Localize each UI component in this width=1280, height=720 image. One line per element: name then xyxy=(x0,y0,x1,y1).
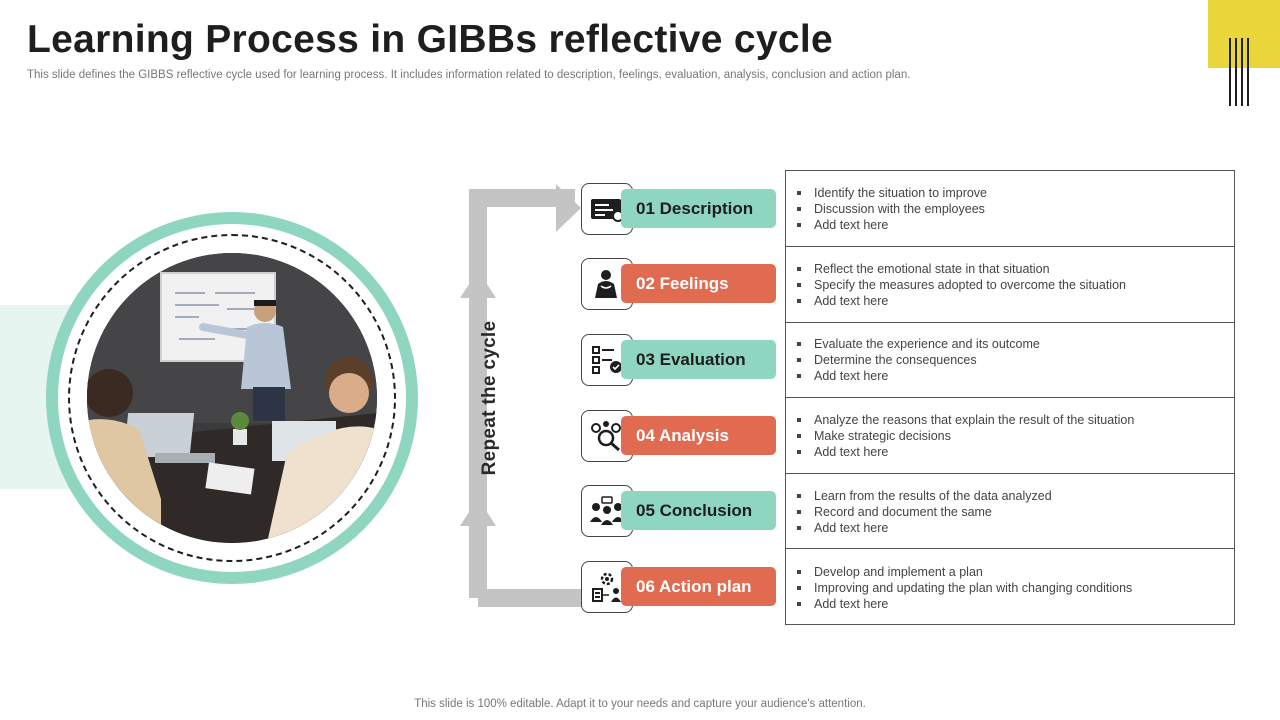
detail-row-description: Identify the situation to improve Discus… xyxy=(786,171,1234,247)
slide-subtitle: This slide defines the GIBBS reflective … xyxy=(27,69,911,81)
step-pill: 05 Conclusion xyxy=(621,491,776,530)
repeat-cycle-label: Repeat the cycle xyxy=(479,320,500,476)
step-feelings: 02 Feelings xyxy=(581,258,776,310)
step-pill: 04 Analysis xyxy=(621,416,776,455)
step-pill: 06 Action plan xyxy=(621,567,776,606)
step-conclusion: 05 Conclusion xyxy=(581,485,776,537)
step-evaluation: 03 Evaluation xyxy=(581,334,776,386)
detail-row-analysis: Analyze the reasons that explain the res… xyxy=(786,398,1234,474)
detail-point: Identify the situation to improve xyxy=(795,185,1234,201)
detail-point: Record and document the same xyxy=(795,504,1234,520)
detail-point: Make strategic decisions xyxy=(795,428,1234,444)
detail-point: Add text here xyxy=(795,217,1234,233)
detail-point: Improving and updating the plan with cha… xyxy=(795,580,1234,596)
step-action-plan: 06 Action plan xyxy=(581,561,776,613)
detail-row-evaluation: Evaluate the experience and its outcome … xyxy=(786,323,1234,398)
repeat-cycle-arrow xyxy=(460,184,581,607)
detail-row-feelings: Reflect the emotional state in that situ… xyxy=(786,247,1234,323)
corner-stripes xyxy=(1229,38,1251,106)
detail-point: Add text here xyxy=(795,368,1234,384)
slide-title: Learning Process in GIBBs reflective cyc… xyxy=(27,18,833,61)
detail-point: Analyze the reasons that explain the res… xyxy=(795,412,1234,428)
step-description: 01 Description xyxy=(581,183,776,235)
step-pill: 03 Evaluation xyxy=(621,340,776,379)
detail-point: Learn from the results of the data analy… xyxy=(795,488,1234,504)
step-pill: 01 Description xyxy=(621,189,776,228)
step-details-table: Identify the situation to improve Discus… xyxy=(785,170,1235,625)
detail-point: Add text here xyxy=(795,293,1234,309)
step-analysis: 04 Analysis xyxy=(581,410,776,462)
meeting-photo xyxy=(87,253,377,543)
detail-point: Reflect the emotional state in that situ… xyxy=(795,261,1234,277)
detail-point: Add text here xyxy=(795,596,1234,612)
photo-dashed-ring xyxy=(68,234,396,562)
detail-row-conclusion: Learn from the results of the data analy… xyxy=(786,474,1234,549)
detail-point: Develop and implement a plan xyxy=(795,564,1234,580)
detail-row-action-plan: Develop and implement a plan Improving a… xyxy=(786,549,1234,624)
step-pill: 02 Feelings xyxy=(621,264,776,303)
detail-point: Evaluate the experience and its outcome xyxy=(795,336,1234,352)
detail-point: Discussion with the employees xyxy=(795,201,1234,217)
detail-point: Add text here xyxy=(795,520,1234,536)
detail-point: Determine the consequences xyxy=(795,352,1234,368)
detail-point: Specify the measures adopted to overcome… xyxy=(795,277,1234,293)
corner-accent-block xyxy=(1208,0,1280,68)
detail-point: Add text here xyxy=(795,444,1234,460)
slide-footer: This slide is 100% editable. Adapt it to… xyxy=(414,698,866,710)
